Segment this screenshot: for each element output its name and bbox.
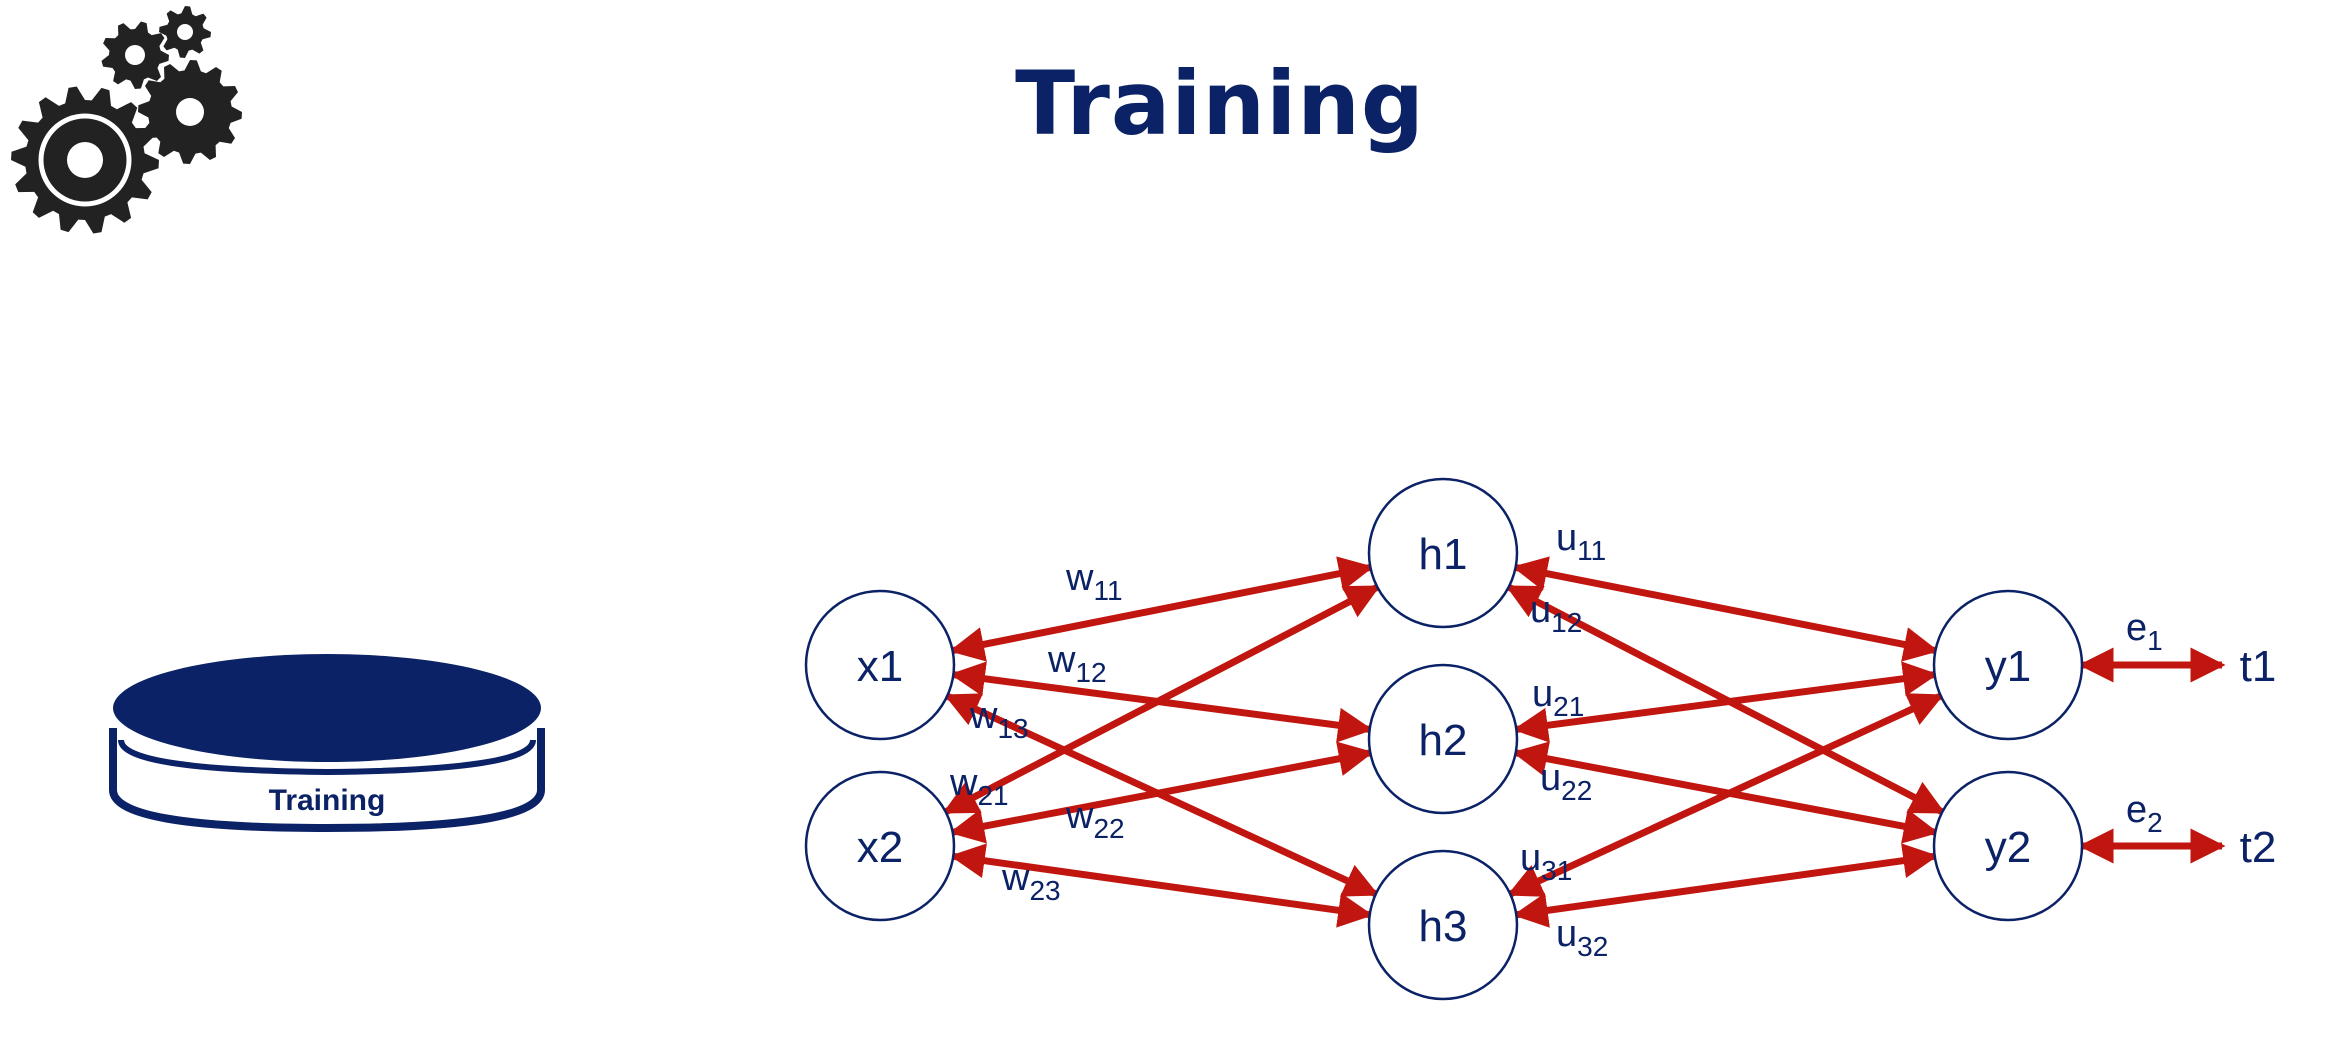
edge-x2-h2 [949,741,1374,844]
gearSmall1-hole [125,45,145,65]
weight-u22-label: u22 [1540,757,1592,806]
weight-w23-label: w23 [1001,857,1061,906]
node-h3: h3 [1367,849,1519,1001]
target-t1-label: t1 [2240,642,2277,691]
error-e2-label: e2 [2126,789,2163,838]
weight-u32-label: u32 [1556,913,1608,962]
node-x2: x2 [804,770,956,922]
weight-w13-label: w13 [969,695,1029,744]
weight-u11-label: u11 [1556,517,1606,566]
error-e1-label: e1 [2126,607,2163,656]
gears-icon [11,6,242,234]
gearMid-hole [176,98,204,126]
node-x1-label: x1 [857,642,903,691]
nodes-layer: x1 x2 h1 h2 h3 y1 y2 [804,477,2084,1001]
page-title: Training [1015,52,1425,155]
weight-u12-label: u12 [1530,589,1582,638]
edges-layer [942,556,2226,928]
edge-x2-h1 [942,584,1381,815]
weight-w21-label: w21 [949,762,1009,811]
node-y1-label: y1 [1985,642,2031,691]
node-h2-label: h2 [1419,716,1468,765]
gearBig-ring [38,113,132,207]
node-h2: h2 [1367,663,1519,815]
edge-x2-h3 [949,843,1374,928]
w-labels: w11 w12 w13 w21 w22 w23 [949,557,1125,906]
u-labels: u11 u12 u21 u22 u31 u32 [1520,517,1608,962]
node-x2-label: x2 [857,823,903,872]
target-t2-label: t2 [2240,823,2277,872]
weight-u21-label: u21 [1532,673,1584,722]
gearSmall2-hole [177,24,193,40]
weight-u31-label: u31 [1520,837,1572,886]
node-x1: x1 [804,589,956,741]
node-y1: y1 [1932,589,2084,741]
node-h3-label: h3 [1419,902,1468,951]
error-labels: e1 e2 [2126,607,2163,838]
edge-h3-y2 [1512,843,1939,928]
node-y2-label: y2 [1985,823,2031,872]
database-icon: Training [109,654,545,833]
node-h1: h1 [1367,477,1519,629]
weight-w11-label: w11 [1065,557,1123,606]
node-y2: y2 [1932,770,2084,922]
gearBig-hole [67,142,103,178]
edge-x1-h1 [949,556,1374,662]
weight-w22-label: w22 [1065,795,1125,844]
weight-w12-label: w12 [1047,639,1107,688]
database-label: Training [269,784,386,817]
node-h1-label: h1 [1419,530,1468,579]
